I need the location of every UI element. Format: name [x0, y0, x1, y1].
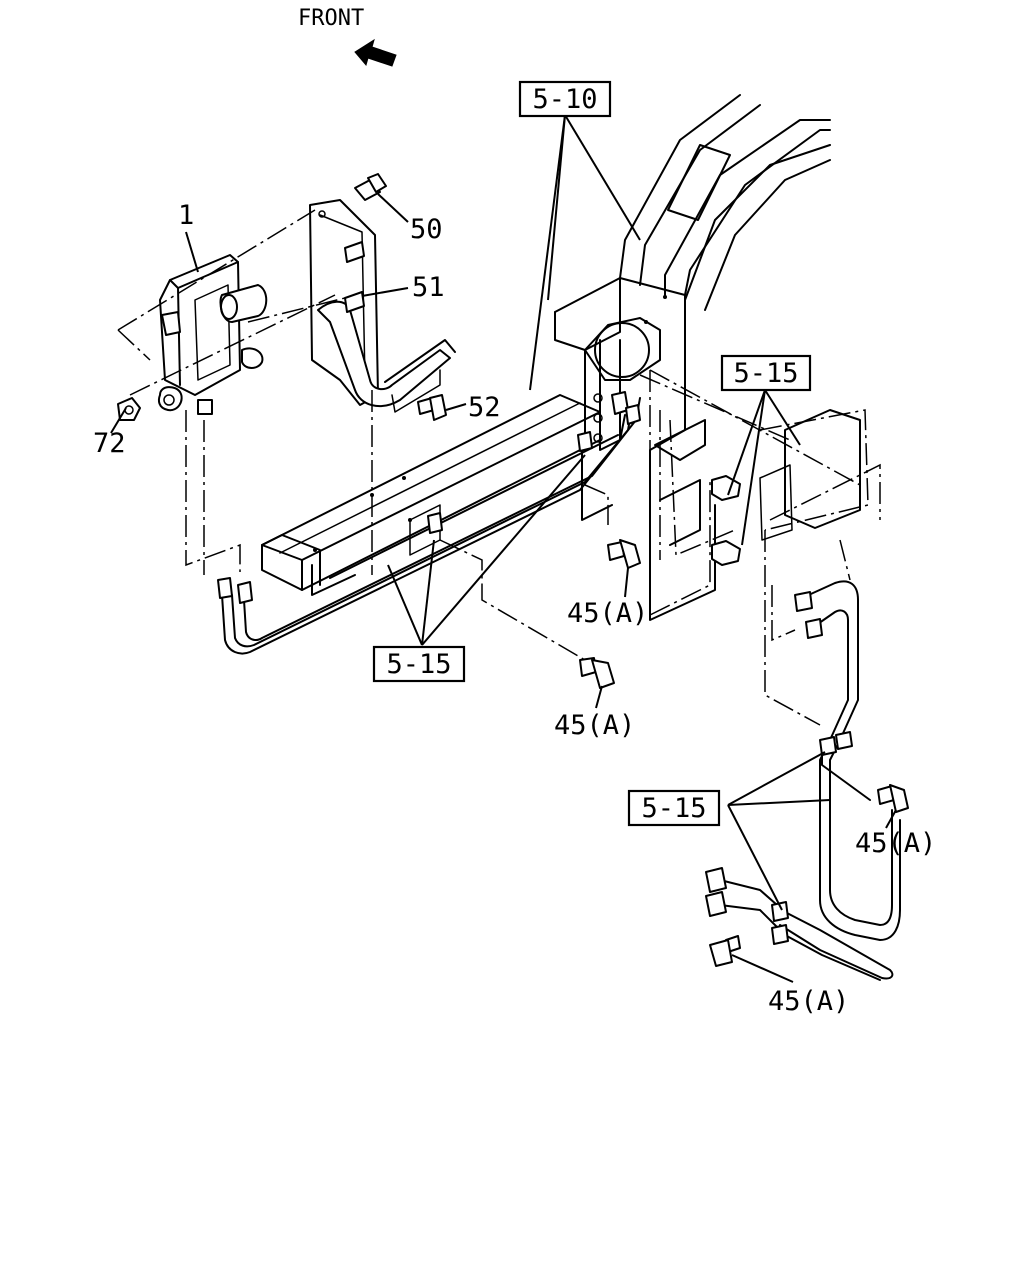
part-label-45a: 45(A) [554, 710, 635, 741]
front-indicator: FRONT [298, 6, 397, 67]
bolt-45a-3 [877, 784, 909, 813]
cross-member [554, 277, 716, 621]
bolt-45a-1 [607, 539, 641, 569]
section-ref-5-15-middle: 5-15 [372, 645, 466, 683]
stud-bolts [344, 241, 365, 313]
part-label-51: 51 [412, 272, 445, 303]
part-label-1: 1 [178, 200, 194, 231]
part-label-50: 50 [410, 214, 443, 245]
coolant-hose [317, 300, 456, 413]
bolt-50 [354, 173, 387, 201]
bolt-52 [417, 394, 447, 421]
tee-fittings [427, 409, 861, 566]
section-ref-text: 5-15 [386, 649, 451, 680]
part-label-45a: 45(A) [768, 986, 849, 1017]
bolt-45a-2 [579, 657, 615, 689]
front-arrow-icon [354, 38, 397, 67]
part-label-52: 52 [468, 392, 501, 423]
bolt-45a-4 [709, 935, 741, 967]
front-label: FRONT [298, 6, 364, 31]
section-ref-5-15-upper: 5-15 [720, 354, 812, 392]
oil-line-right [705, 580, 901, 981]
frame-arm [619, 94, 831, 311]
oil-cooler-assembly [158, 254, 268, 415]
section-ref-text: 5-10 [532, 84, 597, 115]
phantom-lines [117, 209, 881, 726]
leader-lines [110, 114, 897, 983]
section-ref-text: 5-15 [641, 793, 706, 824]
part-label-45a: 45(A) [567, 598, 648, 629]
frame-rail [261, 394, 619, 596]
section-ref-text: 5-15 [733, 358, 798, 389]
part-label-45a: 45(A) [855, 828, 936, 859]
oil-line-left [217, 391, 641, 655]
section-ref-5-10: 5-10 [518, 80, 612, 118]
part-label-72: 72 [93, 428, 126, 459]
section-ref-5-15-lower: 5-15 [627, 789, 721, 827]
